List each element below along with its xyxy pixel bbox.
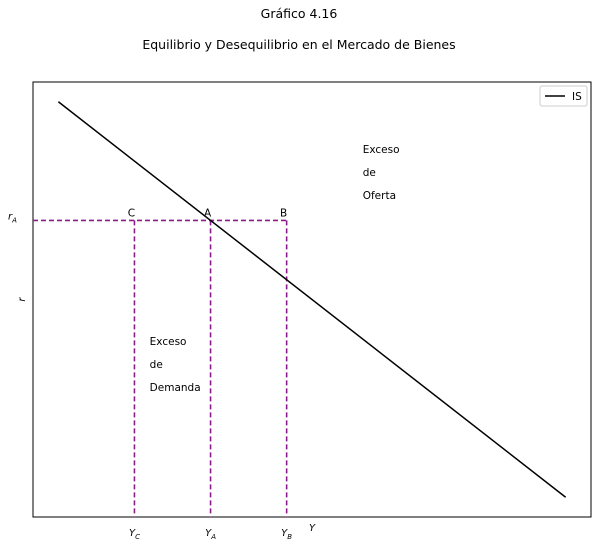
y-tick-label-rA: rA [8, 211, 17, 224]
annotation-demand-line-2: Demanda [150, 382, 201, 394]
point-label-A: A [204, 207, 212, 219]
x-tick-label-B: YB [281, 528, 292, 541]
legend-label-IS: IS [572, 91, 582, 103]
annotation-supply-line-0: Exceso [363, 144, 400, 156]
x-axis-label: Y [309, 523, 316, 534]
figure-number-title: Gráfico 4.16 [260, 6, 338, 21]
point-label-C: C [128, 207, 135, 219]
annotation-demand-line-1: de [150, 359, 163, 371]
plot-frame [32, 81, 592, 518]
figure-title: Equilibrio y Desequilibrio en el Mercado… [142, 37, 456, 52]
y-axis-label: r [17, 297, 28, 302]
annotation-demand-line-0: Exceso [150, 336, 187, 348]
point-label-B: B [280, 207, 287, 219]
annotation-supply-line-2: Oferta [363, 190, 396, 202]
annotation-supply-line-1: de [363, 167, 376, 179]
series-line-IS [57, 101, 567, 498]
x-tick-label-C: YC [129, 528, 140, 541]
x-tick-label-A: YA [205, 528, 216, 541]
